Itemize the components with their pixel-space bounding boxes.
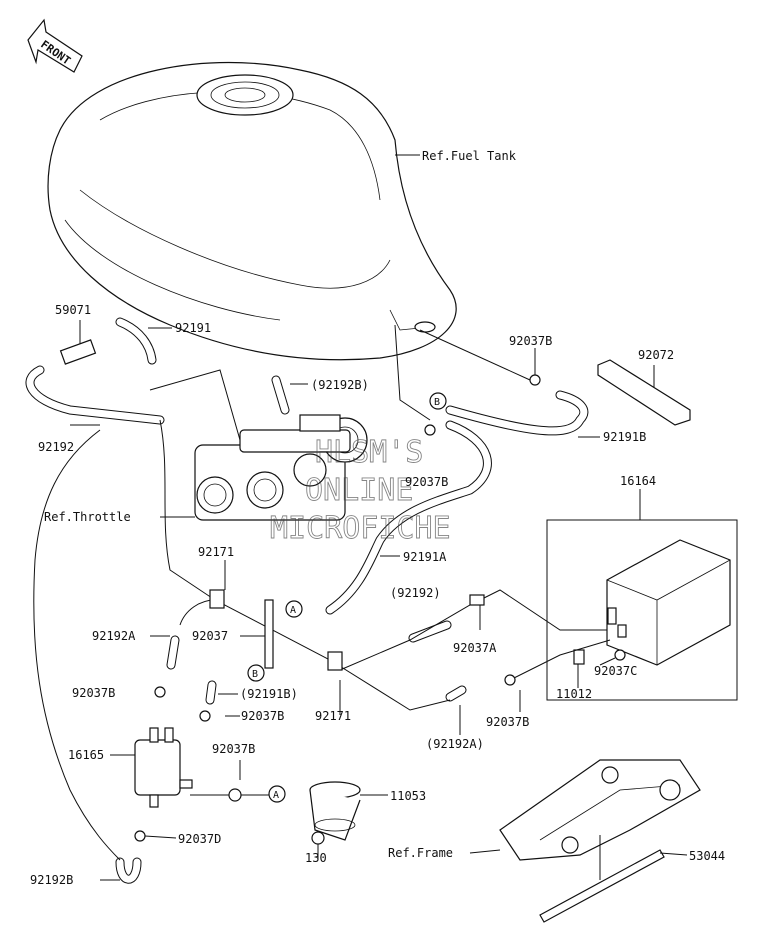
plug-11012 [573,649,585,665]
marker-a2: A [268,785,286,803]
label-ref-frame: Ref.Frame [388,846,453,860]
marker-b1: B [429,392,447,410]
canister-box [546,519,738,701]
hoses [25,317,589,884]
label-92037d: 92037D [178,832,221,846]
label-92192b-paren: (92192B) [311,378,369,392]
callout-labels: Ref.Fuel Tank 59071 92191 (92192B) 92192… [30,149,725,887]
watermark-line-2: ONLINE [305,473,413,508]
label-11053: 11053 [390,789,426,803]
label-16165: 16165 [68,748,104,762]
clip-92037c [614,649,626,661]
watermark: HLSM'S ONLINE MICROFICHE [270,435,452,547]
label-130: 130 [305,851,327,865]
svg-text:A: A [290,605,296,616]
route-lines [33,324,611,861]
label-92037: 92037 [192,629,228,643]
label-ref-throttle: Ref.Throttle [44,510,131,524]
watermark-line-1: HLSM'S [315,435,423,470]
label-92191b: 92191B [603,430,646,444]
label-92037b-5: 92037B [486,715,529,729]
label-92171-1: 92171 [198,545,234,559]
label-92191a: 92191A [403,550,447,564]
strip-53044 [539,849,665,923]
label-92072: 92072 [638,348,674,362]
label-92037b-2: 92037B [405,475,448,489]
label-92192a-paren: (92192A) [426,737,484,751]
label-92037b-6: 92037B [212,742,255,756]
label-92037b-3: 92037B [72,686,115,700]
label-92192: 92192 [38,440,74,454]
fuel-tank [47,61,457,361]
bracket-11053 [309,781,361,841]
label-92192b: 92192B [30,873,73,887]
label-92171-2: 92171 [315,709,351,723]
label-11012: 11012 [556,687,592,701]
label-ref-fuel-tank: Ref.Fuel Tank [422,149,517,163]
svg-text:B: B [252,669,258,680]
label-92037c: 92037C [594,664,637,678]
label-92192a: 92192A [92,629,136,643]
leader-lines [70,154,688,881]
label-53044: 53044 [689,849,725,863]
strap-92072 [597,359,691,426]
bolt-130 [311,831,325,860]
label-16164: 16164 [620,474,656,488]
frame [499,759,701,861]
clips [59,339,541,842]
label-92037b-4: 92037B [241,709,284,723]
marker-a1: A [285,600,303,618]
throttle-body [194,414,368,521]
label-92191: 92191 [175,321,211,335]
watermark-line-3: MICROFICHE [270,511,451,546]
label-92191b-paren: (92191B) [240,687,298,701]
svg-text:B: B [434,397,440,408]
marker-b2: B [247,664,265,682]
label-92192-paren: (92192) [390,586,441,600]
svg-text:A: A [273,790,279,801]
front-arrow-icon: FRONT [27,18,83,73]
label-92037a: 92037A [453,641,497,655]
label-59071: 59071 [55,303,91,317]
label-92037b-1: 92037B [509,334,552,348]
fuel-filter-16165 [134,727,193,808]
